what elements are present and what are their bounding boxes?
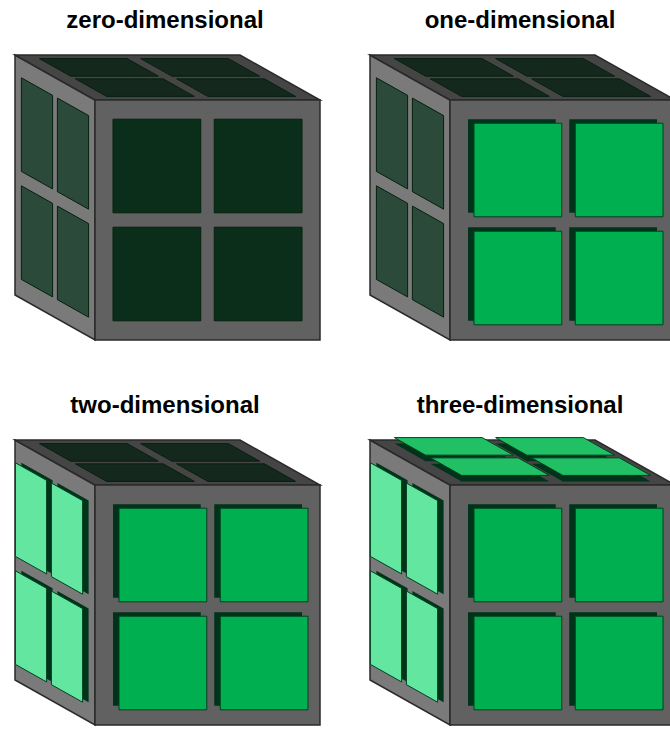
nanostructure-cube xyxy=(15,55,320,340)
hidden-block-face xyxy=(376,186,407,297)
hidden-block-face xyxy=(141,444,260,462)
exposed-block-face xyxy=(220,508,308,602)
hidden-block-face xyxy=(75,464,194,482)
hidden-block-face xyxy=(113,119,201,213)
cube-shell-face xyxy=(95,485,320,725)
exposed-block-face xyxy=(406,483,437,594)
hidden-block-face xyxy=(21,78,52,189)
hidden-block-face xyxy=(412,98,443,209)
hidden-block-face xyxy=(376,78,407,189)
cube-shell-face xyxy=(370,440,450,725)
exposed-block-face xyxy=(51,591,82,702)
hidden-block-face xyxy=(177,464,296,482)
hidden-block-face xyxy=(412,206,443,317)
exposed-block-face xyxy=(15,463,46,574)
hidden-block-face xyxy=(39,444,158,462)
exposed-block-face xyxy=(474,123,562,217)
hidden-block-face xyxy=(57,206,88,317)
hidden-block-face xyxy=(214,119,302,213)
cube-shell-face xyxy=(450,485,670,725)
panel-title: three-dimensional xyxy=(417,391,624,420)
hidden-block-face xyxy=(75,79,194,97)
exposed-block-face xyxy=(474,231,562,325)
nanostructure-cube xyxy=(370,55,670,340)
cube-shell-face xyxy=(15,55,320,100)
exposed-block-face xyxy=(532,458,651,476)
exposed-block-face xyxy=(119,616,207,710)
exposed-block-face xyxy=(575,508,663,602)
exposed-block-face xyxy=(474,508,562,602)
nanostructure-cube xyxy=(370,438,670,725)
hidden-block-face xyxy=(496,59,615,77)
exposed-block-face xyxy=(575,231,663,325)
hidden-block-face xyxy=(39,59,158,77)
exposed-block-face xyxy=(496,438,615,456)
exposed-block-face xyxy=(370,463,401,574)
exposed-block-face xyxy=(406,591,437,702)
cube-shell-face xyxy=(450,100,670,340)
exposed-block-face xyxy=(119,508,207,602)
cube-shell-face xyxy=(15,440,320,485)
hidden-block-face xyxy=(394,59,513,77)
nanostructure-cube xyxy=(15,440,320,725)
panel-title: zero-dimensional xyxy=(66,6,263,35)
exposed-block-face xyxy=(220,616,308,710)
hidden-block-face xyxy=(57,98,88,209)
exposed-block-face xyxy=(575,616,663,710)
exposed-block-face xyxy=(575,123,663,217)
hidden-block-face xyxy=(21,186,52,297)
exposed-block-face xyxy=(15,571,46,682)
cube-shell-face xyxy=(15,55,95,340)
hidden-block-face xyxy=(532,79,651,97)
hidden-block-face xyxy=(214,227,302,321)
hidden-block-face xyxy=(430,79,549,97)
hidden-block-face xyxy=(177,79,296,97)
exposed-block-face xyxy=(474,616,562,710)
cube-shell-face xyxy=(95,100,320,340)
panel-title: one-dimensional xyxy=(425,6,616,35)
cube-shell-face xyxy=(370,55,670,100)
hidden-block-face xyxy=(141,59,260,77)
hidden-block-face xyxy=(113,227,201,321)
exposed-block-face xyxy=(51,483,82,594)
exposed-block-face xyxy=(394,438,513,456)
cube-shell-face xyxy=(15,440,95,725)
cube-shell-face xyxy=(370,55,450,340)
panel-title: two-dimensional xyxy=(70,391,259,420)
exposed-block-face xyxy=(370,571,401,682)
